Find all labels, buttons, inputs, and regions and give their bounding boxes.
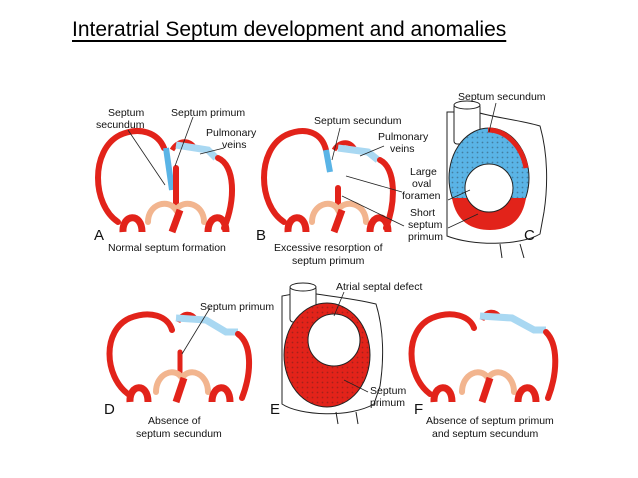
panel-a-letter: A (94, 227, 104, 244)
label-e-septum-primum-2: primum (370, 397, 405, 409)
panel-f-letter: F (414, 401, 423, 418)
panel-d-letter: D (104, 401, 115, 418)
label-b-short-3: primum (408, 231, 443, 243)
panel-e-letter: E (270, 401, 280, 418)
label-e-septum-primum-1: Septum (370, 385, 406, 397)
panel-d-caption-1: Absence of (148, 415, 201, 427)
panel-f-caption-1: Absence of septum primum (426, 415, 554, 427)
label-a-septum-secundum-2: secundum (96, 119, 145, 131)
label-b-short-1: Short (410, 207, 435, 219)
label-b-septum-secundum: Septum secundum (314, 115, 402, 127)
label-b-pulmonary-veins-2: veins (390, 143, 415, 155)
panel-d-heart (106, 307, 253, 404)
panel-c-opened-atrium (446, 100, 548, 259)
panel-d-caption-2: septum secundum (136, 428, 222, 440)
label-a-septum-secundum-1: Septum (108, 107, 144, 119)
label-d-septum-primum: Septum primum (200, 301, 274, 313)
panel-b-letter: B (256, 227, 266, 244)
panel-c-letter: C (524, 227, 535, 244)
panel-b-heart (261, 127, 405, 234)
panel-a-heart (95, 116, 235, 234)
slide-title: Interatrial Septum development and anoma… (72, 18, 507, 41)
panel-b-caption-2: septum primum (292, 255, 365, 267)
panel-f-heart (408, 309, 559, 404)
label-b-short-2: septum (408, 219, 443, 231)
panel-f-caption-2: and septum secundum (432, 428, 538, 440)
label-b-large-2: oval (412, 178, 431, 190)
label-b-large-1: Large (410, 166, 437, 178)
label-e-atrial-septal-defect: Atrial septal defect (336, 281, 422, 293)
label-a-pulmonary-veins-2: veins (222, 139, 247, 151)
panel-a-caption: Normal septum formation (108, 242, 226, 254)
label-c-septum-secundum: Septum secundum (458, 91, 546, 103)
panel-b-caption-1: Excessive resorption of (274, 242, 383, 254)
label-b-large-3: foramen (402, 190, 441, 202)
panel-e-opened-atrium (281, 282, 384, 425)
label-b-pulmonary-veins-1: Pulmonary (378, 131, 429, 143)
label-a-pulmonary-veins-1: Pulmonary (206, 127, 257, 139)
label-a-septum-primum: Septum primum (171, 107, 245, 119)
